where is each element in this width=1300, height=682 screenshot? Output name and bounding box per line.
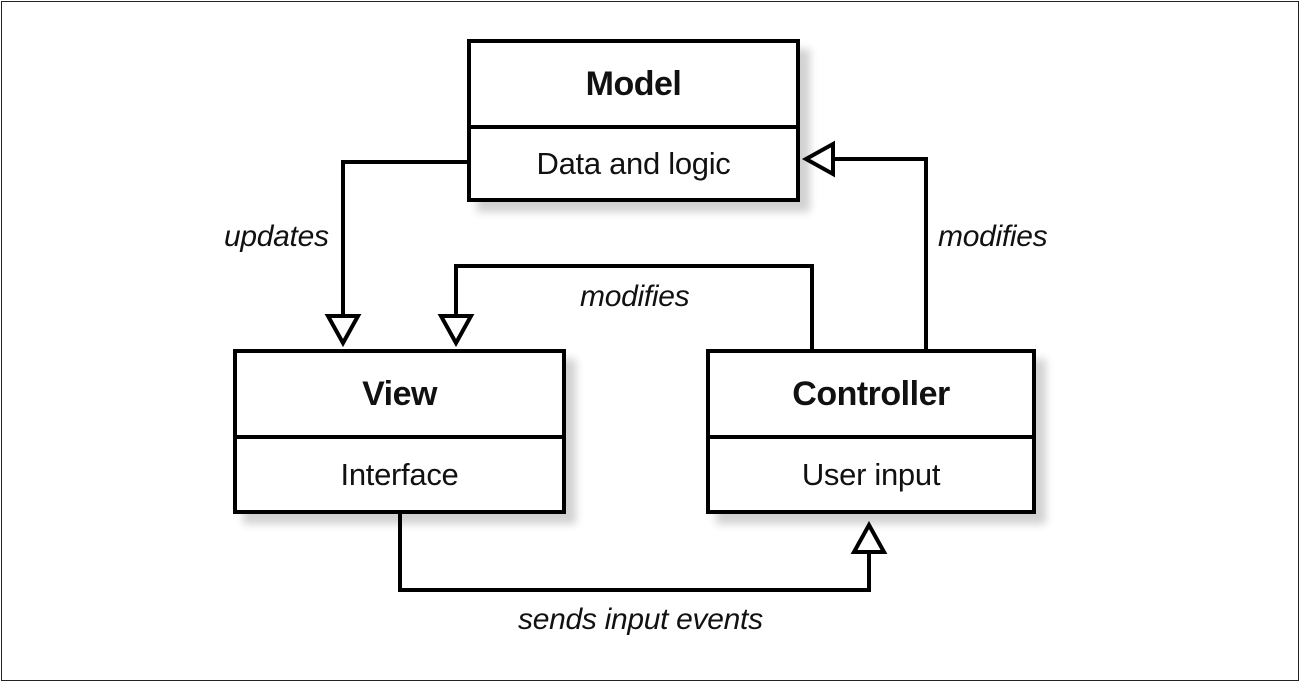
- label-modifies-model: modifies: [938, 220, 1048, 253]
- arrow-updates-line: [341, 160, 467, 317]
- arrow-modifies-model-head: [801, 140, 835, 178]
- model-title: Model: [471, 43, 796, 129]
- arrow-sends-events-head: [850, 520, 888, 554]
- arrow-updates-head: [324, 314, 362, 348]
- label-sends-input-events: sends input events: [518, 603, 763, 636]
- view-title: View: [237, 353, 562, 439]
- controller-title: Controller: [710, 353, 1032, 439]
- label-modifies-view: modifies: [580, 280, 690, 313]
- label-updates: updates: [224, 220, 329, 253]
- view-subtitle: Interface: [340, 456, 459, 492]
- arrow-modifies-view-head: [437, 314, 475, 348]
- model-subtitle: Data and logic: [536, 145, 731, 181]
- controller-box: Controller User input: [706, 349, 1036, 514]
- arrow-modifies-model-line: [832, 157, 928, 349]
- model-box: Model Data and logic: [467, 39, 800, 202]
- controller-subtitle: User input: [801, 456, 941, 492]
- arrow-sends-events-line: [398, 514, 871, 592]
- arrow-modifies-view-line: [454, 264, 814, 349]
- view-box: View Interface: [233, 349, 566, 514]
